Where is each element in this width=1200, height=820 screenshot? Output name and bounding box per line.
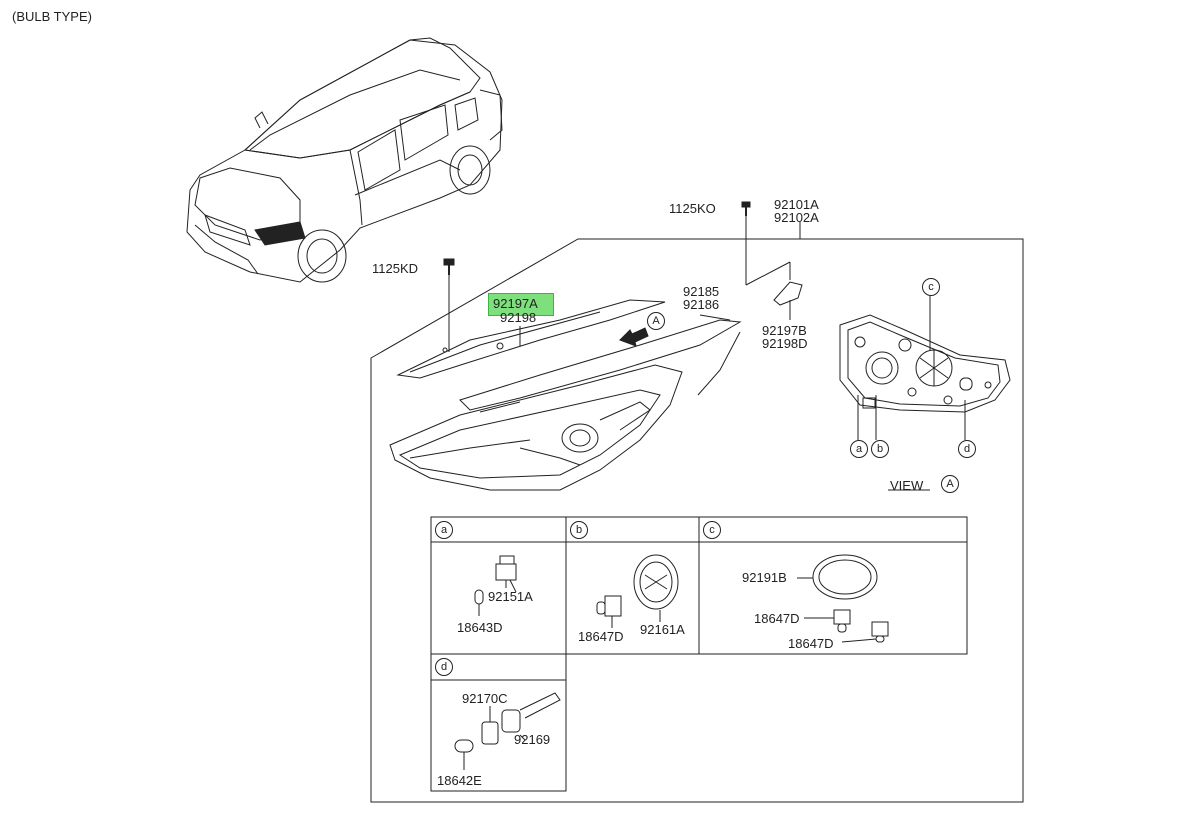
callout-92198d[interactable]: 92198D (762, 336, 808, 351)
callout-92191b[interactable]: 92191B (742, 570, 787, 585)
callout-1125ko[interactable]: 1125KO (669, 201, 716, 216)
callout-92197b[interactable]: 92197B (762, 323, 807, 338)
view-marker-a[interactable]: a (850, 440, 868, 458)
headlamp-rear-view (839, 314, 1011, 413)
callout-92170c[interactable]: 92170C (462, 691, 508, 706)
screw-1125kd-icon (443, 258, 455, 275)
upper-bracket-92197a (396, 299, 666, 379)
cap-92191b-icon (797, 554, 878, 600)
panel-a-marker: a (435, 521, 453, 539)
view-marker-a-arrow[interactable]: A (647, 312, 665, 330)
callout-18647d-c1[interactable]: 18647D (754, 611, 800, 626)
callout-18647d-b[interactable]: 18647D (578, 629, 624, 644)
panel-c-marker: c (703, 521, 721, 539)
bulb-18643d-icon (474, 589, 484, 616)
view-marker-d[interactable]: d (958, 440, 976, 458)
small-bracket-92197b (773, 281, 803, 306)
view-direction-arrow-icon (619, 327, 649, 347)
bulb-holder-92169-icon (501, 692, 561, 741)
trim-92185 (459, 319, 742, 411)
screw-1125ko-icon (741, 201, 751, 216)
cap-92161a-icon (633, 554, 679, 622)
view-label: VIEW (890, 478, 924, 493)
callout-92102a[interactable]: 92102A (774, 210, 819, 225)
callout-18647d-c2[interactable]: 18647D (788, 636, 834, 651)
callout-18642e[interactable]: 18642E (437, 773, 482, 788)
callout-92186[interactable]: 92186 (683, 297, 720, 312)
callout-92185[interactable]: 92185 (683, 284, 720, 299)
bulb-18642e-icon (454, 739, 474, 770)
callout-92197a[interactable]: 92197A (493, 296, 538, 311)
callout-92161a[interactable]: 92161A (640, 622, 685, 637)
socket-92170c-icon (481, 706, 499, 745)
vehicle-illustration (186, 37, 503, 283)
leader-lines (448, 214, 966, 491)
page-title: (BULB TYPE) (12, 9, 92, 24)
bulb-socket-92151a-icon (495, 555, 517, 593)
bulb-18647d-c1-icon (804, 609, 851, 633)
headlamp-housing (389, 364, 683, 491)
view-label-marker: A (941, 475, 959, 493)
callout-18643d[interactable]: 18643D (457, 620, 503, 635)
callout-92101a[interactable]: 92101A (774, 197, 819, 212)
callout-1125kd[interactable]: 1125KD (372, 261, 419, 276)
assembly-frame (370, 238, 1024, 803)
view-marker-c[interactable]: c (922, 278, 940, 296)
bulb-18647d-b-icon (596, 595, 622, 628)
sub-panel-frames (430, 516, 968, 792)
panel-d-marker: d (435, 658, 453, 676)
highlighted-part-box[interactable] (488, 293, 554, 316)
callout-92198[interactable]: 92198 (500, 310, 537, 325)
callout-92151a[interactable]: 92151A (488, 589, 533, 604)
panel-b-marker: b (570, 521, 588, 539)
bulb-18647d-c2-icon (841, 621, 889, 643)
callout-92169[interactable]: 92169 (514, 732, 551, 747)
view-marker-b[interactable]: b (871, 440, 889, 458)
